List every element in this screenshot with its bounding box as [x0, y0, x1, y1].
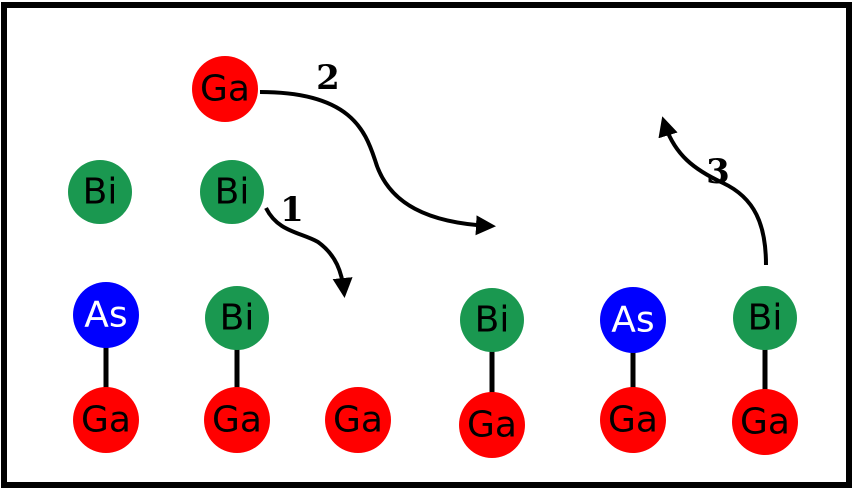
arrow-step-1	[264, 207, 353, 298]
as-atom-5: As	[600, 287, 666, 353]
arrow-step-2	[259, 90, 496, 236]
svg-text:As: As	[611, 300, 654, 341]
step-2-label: 2	[316, 58, 340, 98]
svg-text:As: As	[84, 295, 127, 336]
svg-text:Ga: Ga	[740, 402, 790, 443]
ga-atom-2: Ga	[204, 387, 270, 453]
step-1-label: 1	[280, 190, 304, 230]
bi-atom-6: Bi	[733, 286, 797, 350]
svg-text:Ga: Ga	[212, 400, 262, 441]
ga-atom-4: Ga	[459, 392, 525, 458]
svg-text:Ga: Ga	[333, 400, 383, 441]
ga-atom-5: Ga	[600, 387, 666, 453]
bi-atom-2: Bi	[205, 286, 269, 350]
step-3-label: 3	[706, 152, 730, 192]
as-atom-1: As	[73, 282, 139, 348]
svg-text:Ga: Ga	[467, 405, 517, 446]
arrow-step-3	[658, 116, 768, 266]
svg-text:Bi: Bi	[215, 172, 250, 213]
svg-text:Ga: Ga	[200, 69, 250, 110]
svg-text:Bi: Bi	[748, 298, 783, 339]
bi-surface-atom-1: Bi	[68, 160, 132, 224]
svg-text:Bi: Bi	[83, 172, 118, 213]
ga-adatom: Ga	[192, 56, 258, 122]
svg-text:Bi: Bi	[475, 300, 510, 341]
svg-text:Ga: Ga	[608, 400, 658, 441]
svg-text:Bi: Bi	[220, 298, 255, 339]
ga-atom-1: Ga	[73, 387, 139, 453]
ga-atom-6: Ga	[732, 389, 798, 455]
ga-atom-3: Ga	[325, 387, 391, 453]
bi-surface-atom-2: Bi	[200, 160, 264, 224]
svg-text:Ga: Ga	[81, 400, 131, 441]
bi-atom-4: Bi	[460, 288, 524, 352]
